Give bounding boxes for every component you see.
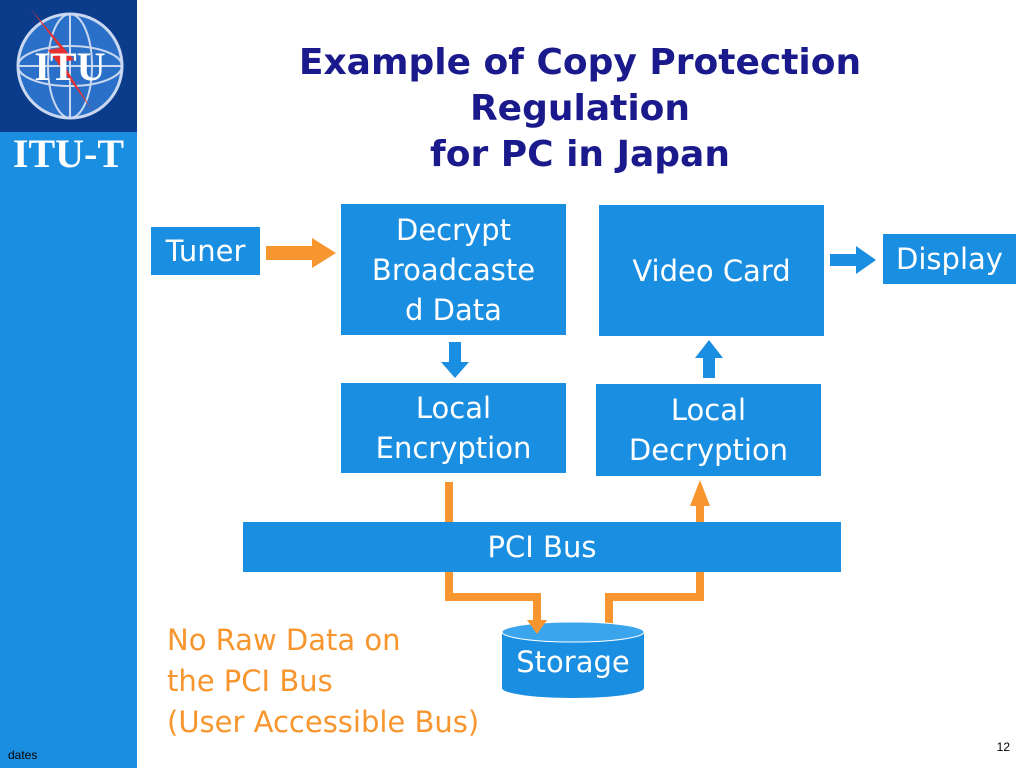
local-decryption-label: Local Decryption: [628, 393, 789, 467]
decrypt-box: Decrypt Broadcaste d Data: [341, 204, 566, 335]
note-text: No Raw Data on the PCI Bus (User Accessi…: [167, 620, 479, 743]
note-line: the PCI Bus: [167, 664, 333, 698]
pci-bus-bar: PCI Bus: [243, 522, 841, 572]
local-encryption-box: Local Encryption: [341, 383, 566, 473]
sidebar-logo-area: ITU: [0, 0, 137, 132]
arrow-decryption-to-videocard: [695, 340, 723, 378]
arrow-tuner-to-decrypt: [266, 238, 336, 268]
page-number: 12: [996, 740, 1010, 754]
local-decryption-box: Local Decryption: [596, 384, 821, 476]
display-label: Display: [896, 242, 1003, 276]
svg-text:ITU: ITU: [34, 44, 105, 89]
itu-logo-icon: ITU: [16, 8, 124, 120]
sidebar: ITU ITU-T: [0, 0, 137, 768]
title-line: Example of Copy Protection: [298, 42, 862, 83]
video-card-label: Video Card: [632, 253, 791, 288]
local-encryption-label: Local Encryption: [375, 391, 532, 465]
tuner-label: Tuner: [165, 234, 246, 268]
arrow-videocard-to-display: [830, 246, 876, 274]
storage-label: Storage: [516, 645, 630, 679]
pci-bus-label: PCI Bus: [487, 530, 597, 564]
title-line: for PC in Japan: [430, 134, 730, 175]
decrypt-label: Decrypt Broadcaste d Data: [371, 212, 536, 327]
display-box: Display: [883, 234, 1016, 284]
video-card-box: Video Card: [599, 205, 824, 336]
brand-label: ITU-T: [12, 131, 125, 176]
arrow-decrypt-to-encryption: [441, 342, 469, 378]
slide-title: Example of Copy Protection Regulation fo…: [240, 40, 920, 178]
footer-date: dates: [8, 748, 38, 762]
note-line: No Raw Data on: [167, 623, 401, 657]
note-line: (User Accessible Bus): [167, 705, 480, 739]
title-line: Regulation: [469, 88, 691, 129]
tuner-box: Tuner: [151, 227, 260, 275]
